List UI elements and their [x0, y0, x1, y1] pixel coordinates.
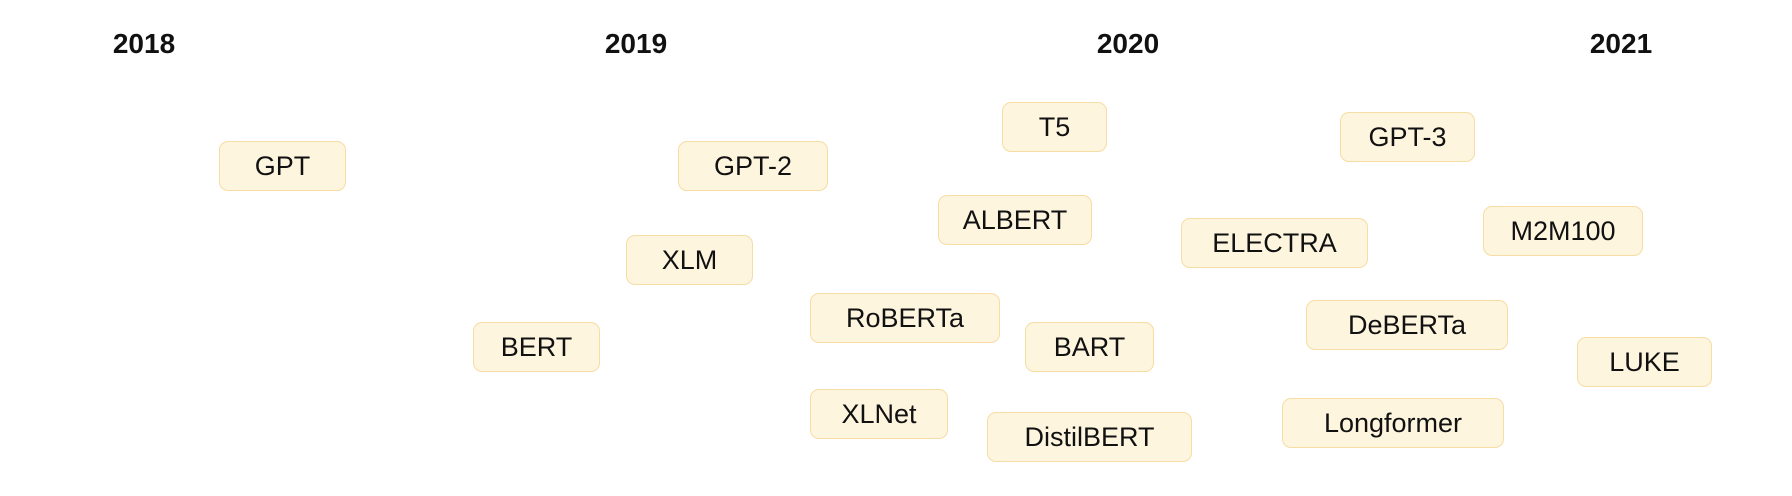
model-luke: LUKE [1577, 337, 1712, 387]
year-label-2019: 2019 [604, 28, 668, 59]
model-longformer: Longformer [1282, 398, 1504, 448]
model-gpt: GPT [219, 141, 346, 191]
model-t5: T5 [1002, 102, 1107, 152]
year-label-2020: 2020 [1096, 28, 1160, 59]
model-xlnet: XLNet [810, 389, 948, 439]
model-xlm: XLM [626, 235, 753, 285]
model-distilbert: DistilBERT [987, 412, 1192, 462]
model-gpt-3: GPT-3 [1340, 112, 1475, 162]
model-roberta: RoBERTa [810, 293, 1000, 343]
year-label-2021: 2021 [1589, 28, 1653, 59]
model-albert: ALBERT [938, 195, 1092, 245]
model-bert: BERT [473, 322, 600, 372]
model-gpt-2: GPT-2 [678, 141, 828, 191]
model-electra: ELECTRA [1181, 218, 1368, 268]
model-m2m100: M2M100 [1483, 206, 1643, 256]
model-deberta: DeBERTa [1306, 300, 1508, 350]
year-label-2018: 2018 [112, 28, 176, 59]
model-bart: BART [1025, 322, 1154, 372]
